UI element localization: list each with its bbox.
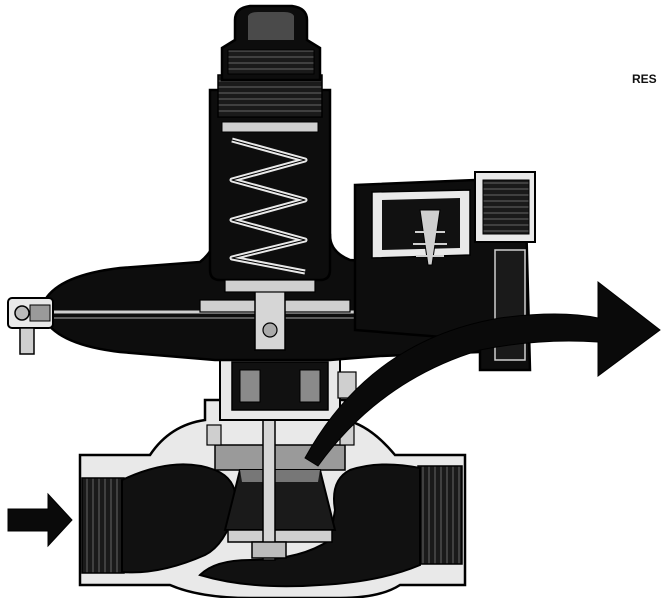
spring-bonnet	[208, 74, 332, 293]
valve-body	[78, 379, 467, 598]
orifice-housing	[219, 354, 357, 421]
curved-arrow-icon	[304, 280, 661, 467]
cutoff-label: RES	[632, 72, 657, 86]
arrow-right-icon	[7, 492, 73, 548]
closing-cap	[220, 4, 322, 82]
